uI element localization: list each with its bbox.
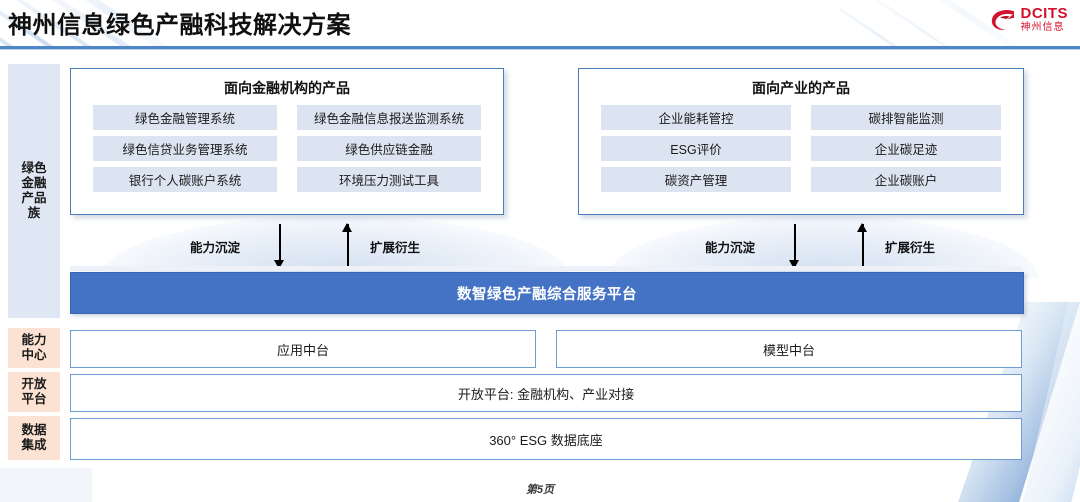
platform-label: 数智绿色产融综合服务平台 <box>457 286 637 303</box>
flow-group-left: 能力沉淀 扩展衍生 <box>190 223 421 269</box>
product-chip[interactable]: 碳资产管理 <box>601 167 791 192</box>
rail-item-green-finance-products: 绿色金融产品族 <box>8 64 60 318</box>
rail-label: 能力中心 <box>21 332 47 362</box>
chip-row: 绿色信贷业务管理系统 绿色供应链金融 <box>93 136 481 161</box>
arrow-up-icon <box>857 223 869 268</box>
panel-chip-grid: 绿色金融管理系统 绿色金融信息报送监测系统 绿色信贷业务管理系统 绿色供应链金融… <box>71 105 503 192</box>
arrow-down-icon <box>789 224 801 269</box>
capability-box-application-midend[interactable]: 应用中台 <box>70 330 536 368</box>
capability-center-row: 应用中台 模型中台 <box>70 330 1022 368</box>
product-chip[interactable]: 企业碳账户 <box>811 167 1001 192</box>
flow-label-expansion-derivation: 扩展衍生 <box>370 240 421 255</box>
brand-logo: DCITS 神州信息 <box>990 6 1069 33</box>
panel-financial-institutions: 面向金融机构的产品 绿色金融管理系统 绿色金融信息报送监测系统 绿色信贷业务管理… <box>70 68 504 215</box>
chip-row: 银行个人碳账户系统 环境压力测试工具 <box>93 167 481 192</box>
arrow-up-icon <box>342 223 354 268</box>
rail-item-data-integration: 数据集成 <box>8 416 60 460</box>
panel-chip-grid: 企业能耗管控 碳排智能监测 ESG评价 企业碳足迹 碳资产管理 企业碳账户 <box>579 105 1023 192</box>
platform-bar[interactable]: 数智绿色产融综合服务平台 <box>70 272 1024 314</box>
product-chip[interactable]: ESG评价 <box>601 136 791 161</box>
product-chip[interactable]: 绿色金融管理系统 <box>93 105 277 130</box>
product-chip[interactable]: 绿色供应链金融 <box>297 136 481 161</box>
product-chip[interactable]: 碳排智能监测 <box>811 105 1001 130</box>
chip-row: 碳资产管理 企业碳账户 <box>601 167 1001 192</box>
rail-item-capability-center: 能力中心 <box>8 328 60 368</box>
arrow-down-icon <box>274 224 286 269</box>
product-chip[interactable]: 银行个人碳账户系统 <box>93 167 277 192</box>
flow-label-capability-precipitation: 能力沉淀 <box>705 240 756 255</box>
chip-row: 企业能耗管控 碳排智能监测 <box>601 105 1001 130</box>
flow-group-right: 能力沉淀 扩展衍生 <box>705 223 936 269</box>
rail-item-open-platform: 开放平台 <box>8 372 60 412</box>
panel-title: 面向产业的产品 <box>752 80 850 96</box>
rail-label: 数据集成 <box>21 422 47 452</box>
header-divider-rule <box>0 46 1080 50</box>
dcits-swirl-icon <box>991 9 1014 30</box>
flow-label-expansion-derivation: 扩展衍生 <box>885 240 936 255</box>
flow-label-capability-precipitation: 能力沉淀 <box>190 240 241 255</box>
chip-row: 绿色金融管理系统 绿色金融信息报送监测系统 <box>93 105 481 130</box>
capability-box-model-midend[interactable]: 模型中台 <box>556 330 1022 368</box>
chip-row: ESG评价 企业碳足迹 <box>601 136 1001 161</box>
product-chip[interactable]: 企业能耗管控 <box>601 105 791 130</box>
bottom-left-corner-decoration <box>0 468 92 502</box>
logo-cn-text: 神州信息 <box>1020 22 1065 33</box>
product-chip[interactable]: 企业碳足迹 <box>811 136 1001 161</box>
product-chip[interactable]: 绿色信贷业务管理系统 <box>93 136 277 161</box>
page-title: 神州信息绿色产融科技解决方案 <box>8 12 351 39</box>
product-chip[interactable]: 绿色金融信息报送监测系统 <box>297 105 481 130</box>
rail-label: 绿色金融产品族 <box>21 160 47 221</box>
data-foundation-box[interactable]: 360° ESG 数据底座 <box>70 418 1022 460</box>
platform-bar-top-gap <box>70 266 1022 271</box>
logo-en-text: DCITS <box>1020 5 1068 22</box>
open-platform-row: 开放平台: 金融机构、产业对接 <box>70 374 1022 412</box>
open-platform-box[interactable]: 开放平台: 金融机构、产业对接 <box>70 374 1022 412</box>
rail-label: 开放平台 <box>21 376 47 406</box>
panel-industry: 面向产业的产品 企业能耗管控 碳排智能监测 ESG评价 企业碳足迹 碳资产管理 … <box>578 68 1024 215</box>
data-integration-row: 360° ESG 数据底座 <box>70 418 1022 460</box>
product-chip[interactable]: 环境压力测试工具 <box>297 167 481 192</box>
panel-title: 面向金融机构的产品 <box>224 80 350 96</box>
page-number-footer: 第5页 <box>525 484 555 496</box>
